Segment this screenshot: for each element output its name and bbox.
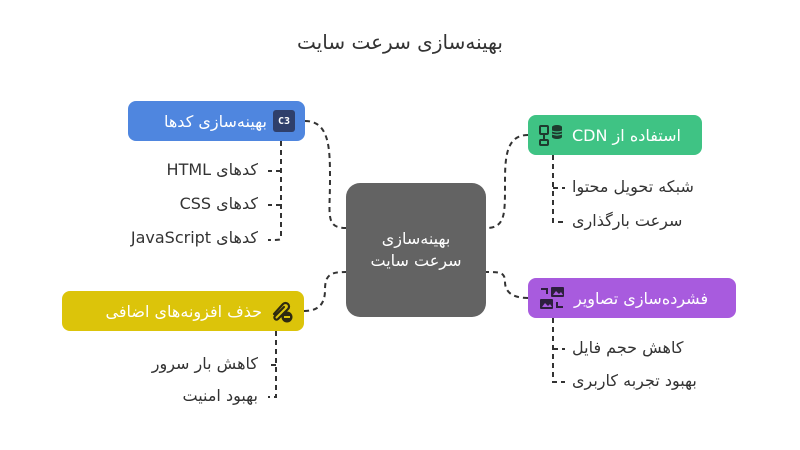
branch-image-compression: فشرده‌سازی تصاویر — [528, 278, 736, 318]
connector-ext — [303, 271, 347, 312]
leaf-content-delivery: شبکه تحویل محتوا — [572, 177, 694, 196]
branch-cdn: استفاده از CDN — [528, 115, 702, 155]
branch-code-label: بهینه‌سازی کدها — [163, 111, 267, 131]
leaf-html: کدهای HTML — [166, 160, 258, 179]
branch-cdn-label: استفاده از CDN — [572, 125, 681, 145]
leaf-load-speed: سرعت بارگذاری — [572, 211, 683, 230]
leaf-server-load: کاهش بار سرور — [151, 354, 258, 373]
leaf-security: بهبود امنیت — [182, 386, 258, 405]
leaf-user-experience: بهبود تجربه کاربری — [572, 371, 697, 390]
branch-image-label: فشرده‌سازی تصاویر — [574, 288, 709, 308]
branch-code-optimization: بهینه‌سازی کدها C3 — [128, 101, 305, 141]
css3-icon: C3 — [273, 110, 295, 132]
connector-cdn — [485, 134, 529, 229]
connector-code-leaves — [267, 141, 282, 241]
connector-code — [304, 120, 347, 229]
leaf-javascript: کدهای JavaScript — [130, 228, 258, 247]
connector-img-leaves — [552, 318, 565, 383]
connector-img — [485, 271, 529, 299]
connector-ext-leaves — [268, 331, 277, 398]
css3-badge: C3 — [273, 110, 295, 132]
network-database-icon — [538, 123, 564, 147]
branch-remove-extensions: حذف افزونه‌های اضافی — [62, 291, 304, 331]
branch-extensions-label: حذف افزونه‌های اضافی — [105, 301, 262, 321]
attachment-remove-icon — [268, 298, 294, 324]
center-node: بهینه‌سازی سرعت سایت — [346, 183, 486, 317]
leaf-css: کدهای CSS — [179, 194, 258, 213]
center-node-line-1: بهینه‌سازی — [381, 229, 451, 248]
image-compress-icon — [538, 285, 566, 311]
diagram-title: بهینه‌سازی سرعت سایت — [297, 30, 503, 54]
center-node-line-2: سرعت سایت — [370, 251, 462, 270]
connector-cdn-leaves — [552, 155, 565, 223]
leaf-file-size: کاهش حجم فایل — [572, 338, 684, 357]
